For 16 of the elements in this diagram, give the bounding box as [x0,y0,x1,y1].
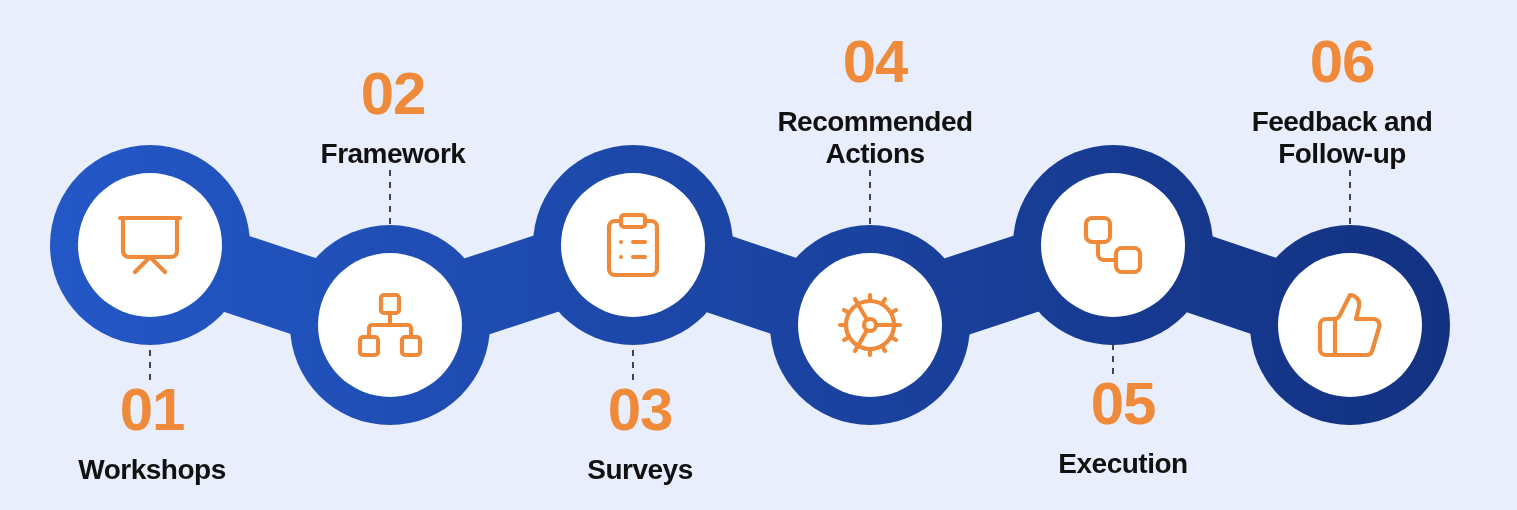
step-title: Feedback and Follow-up [1250,106,1434,170]
leader-line [1349,169,1351,226]
step-number: 01 [119,380,185,440]
leader-line [1112,344,1114,375]
leader-line [869,169,871,226]
step-title: Surveys [587,454,693,486]
leader-line [389,169,391,226]
step-title: Recommended Actions [776,106,974,170]
step-title: Workshops [78,454,226,486]
step-title: Framework [320,138,466,170]
step-number: 04 [842,32,908,92]
step-title: Execution [1058,448,1188,480]
step-number: 02 [360,64,426,124]
step-number: 06 [1309,32,1375,92]
step-number: 03 [607,380,673,440]
step-number: 05 [1090,374,1156,434]
